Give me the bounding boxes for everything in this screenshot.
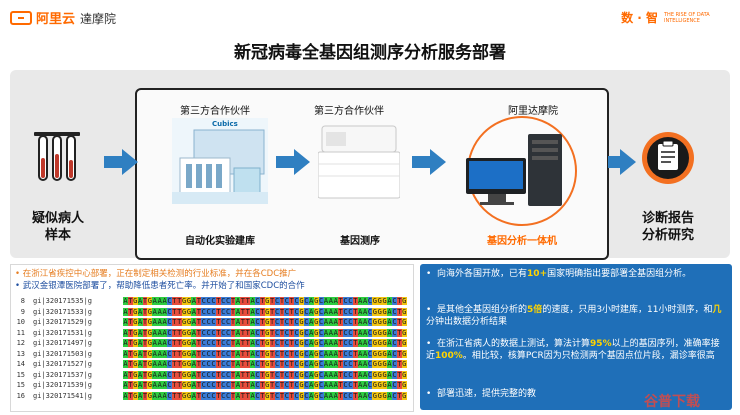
sequence-row: 12 gi|320171497|g ATGATGAAACTTGGATCCCTCCTA… xyxy=(11,339,407,347)
sequence-row-number: 10 xyxy=(16,318,25,326)
step1-partner-label: 第三方合作伙伴 xyxy=(180,106,250,117)
data-intelligence-brand: 数 · 智 xyxy=(621,11,658,25)
sequence-row: 8 gi|320171535|g ATGATGAAACTTGGATCCCTCCTAT… xyxy=(11,297,407,305)
sequence-row: 11 gi|320171531|g ATGATGAAACTTGGATCCCTCCTA… xyxy=(11,328,407,337)
sample-label-line2: 样本 xyxy=(44,228,71,243)
sequence-row-number: 12 xyxy=(16,339,25,347)
analysis-appliance-image xyxy=(466,116,577,226)
sequence-id: gi|320171541|g xyxy=(33,391,93,400)
sample-label: 疑似病人 样本 xyxy=(20,210,96,244)
sequence-id: gi|320171531|g xyxy=(33,328,93,337)
sequence-row-number: 15 xyxy=(16,370,25,379)
sequence-row-number: 11 xyxy=(16,328,25,337)
sequence-row: 10 gi|320171529|g ATGATGAAACTTGGATCCCTCCTA… xyxy=(11,318,407,326)
sequence-id: gi|320171527|g xyxy=(33,360,93,368)
test-tubes-icon xyxy=(34,132,80,181)
sequence-bases: ATGATGAAACTTGGATCCCTCCTATTACTGTCTCTCGCAG… xyxy=(123,391,407,400)
step2-partner-label: 第三方合作伙伴 xyxy=(314,106,384,117)
info-bullet-2: • 是其他全基因组分析的5倍的速度，只用3小时建库，11小时测序，和几分钟出数据… xyxy=(426,305,722,327)
info-bullet-4: • 部署迅速，提供完整的教 xyxy=(426,389,537,399)
diagnosis-report-icon xyxy=(642,132,694,184)
data-intelligence-logo: 数 · 智 THE RISE OF DATA INTELLIGENCE xyxy=(621,9,726,26)
sequence-row-number: 16 xyxy=(16,391,25,400)
sequence-row: 16 gi|320171541|g ATGATGAAACTTGGATCCCTCCTA… xyxy=(11,391,407,400)
sequence-alignment-panel: • 在浙江省疾控中心部署，正在制定相关检测的行业标准，并在各CDC推广 • 武汉… xyxy=(10,264,414,412)
sequence-row: 15 gi|320171537|g ATGATGAAACTTGGATCCCTCCTA… xyxy=(11,370,407,379)
sequence-row-number: 8 xyxy=(20,297,25,305)
info-bullet-3: • 在浙江省病人的数据上测试，算法计算95%以上的基因序列，准确率接近100%。… xyxy=(426,339,720,361)
sequence-bases: ATGATGAAACTTGGATCCCTCCTATTACTGTCTCTCGCAG… xyxy=(123,328,407,337)
step3-partner-label: 阿里达摩院 xyxy=(508,106,558,117)
sequence-bases: ATGATGAAACTTGGATCCCTCCTATTACTGTCTCTCGCAG… xyxy=(123,349,407,358)
sequence-bases: ATGATGAAACTTGGATCCCTCCTATTACTGTCTCTCGCAG… xyxy=(123,360,407,368)
sample-label-line1: 疑似病人 xyxy=(31,211,84,226)
step3-label: 基因分析一体机 xyxy=(487,236,557,247)
report-label: 诊断报告 分析研究 xyxy=(626,210,710,244)
library-prep-kit-image xyxy=(172,118,268,204)
note-wuhan: • 武汉金银潭医院部署了，帮助降低患者死亡率。并开始了和国家CDC的合作 xyxy=(15,281,305,291)
sequence-bases: ATGATGAAACTTGGATCCCTCCTATTACTGTCTCTCGCAG… xyxy=(123,339,407,347)
sequence-bases: ATGATGAAACTTGGATCCCTCCTATTACTGTCTCTCGCAG… xyxy=(123,297,407,305)
step2-label: 基因测序 xyxy=(340,236,380,247)
watermark: 谷普下载 xyxy=(644,394,700,410)
sequence-row: 14 gi|320171527|g ATGATGAAACTTGGATCCCTCCTA… xyxy=(11,360,407,368)
sequence-row-number: 13 xyxy=(16,349,25,358)
sequence-bases: ATGATGAAACTTGGATCCCTCCTATTACTGTCTCTCGCAG… xyxy=(123,318,407,326)
sequence-id: gi|320171539|g xyxy=(33,381,93,389)
info-bullet-1: • 向海外各国开放，已有10+国家明确指出要部署全基因组分析。 xyxy=(426,269,692,279)
sequence-id: gi|320171535|g xyxy=(33,297,93,305)
info-panel: • 向海外各国开放，已有10+国家明确指出要部署全基因组分析。 • 是其他全基因… xyxy=(420,264,732,410)
sequence-row-number: 15 xyxy=(16,381,25,389)
aliyun-logo-icon xyxy=(10,10,32,25)
aliyun-logo-text: 阿里云 xyxy=(36,12,76,27)
sequence-id: gi|320171503|g xyxy=(33,349,93,358)
data-intelligence-tagline: THE RISE OF DATA INTELLIGENCE xyxy=(664,11,710,24)
report-label-line2: 分析研究 xyxy=(641,228,694,243)
sequencer-image xyxy=(318,125,400,199)
sequence-row: 15 gi|320171539|g ATGATGAAACTTGGATCCCTCCTA… xyxy=(11,381,407,389)
page-title: 新冠病毒全基因组测序分析服务部署 xyxy=(234,43,506,63)
sequence-id: gi|320171537|g xyxy=(33,370,93,379)
sequence-row-number: 9 xyxy=(20,307,25,316)
step1-label: 自动化实验建库 xyxy=(185,236,255,247)
sequence-id: gi|320171529|g xyxy=(33,318,93,326)
sequence-bases: ATGATGAAACTTGGATCCCTCCTATTACTGTCTCTCGCAG… xyxy=(123,307,407,316)
report-label-line1: 诊断报告 xyxy=(641,211,694,226)
aliyun-logo: 阿里云 xyxy=(10,8,75,27)
sequence-row: 13 gi|320171503|g ATGATGAAACTTGGATCCCTCCTA… xyxy=(11,349,407,358)
sequence-row-number: 14 xyxy=(16,360,25,368)
sequence-id: gi|320171497|g xyxy=(33,339,93,347)
sequence-bases: ATGATGAAACTTGGATCCCTCCTATTACTGTCTCTCGCAG… xyxy=(123,370,407,379)
damo-logo: 達摩院 xyxy=(80,12,117,26)
sequence-id: gi|320171533|g xyxy=(33,307,93,316)
sequence-row: 9 gi|320171533|g ATGATGAAACTTGGATCCCTCCTAT… xyxy=(11,307,407,316)
note-zhejiang: • 在浙江省疾控中心部署，正在制定相关检测的行业标准，并在各CDC推广 xyxy=(15,269,297,279)
cubics-brand: Cubics xyxy=(212,120,238,128)
sequence-bases: ATGATGAAACTTGGATCCCTCCTATTACTGTCTCTCGCAG… xyxy=(123,381,407,389)
